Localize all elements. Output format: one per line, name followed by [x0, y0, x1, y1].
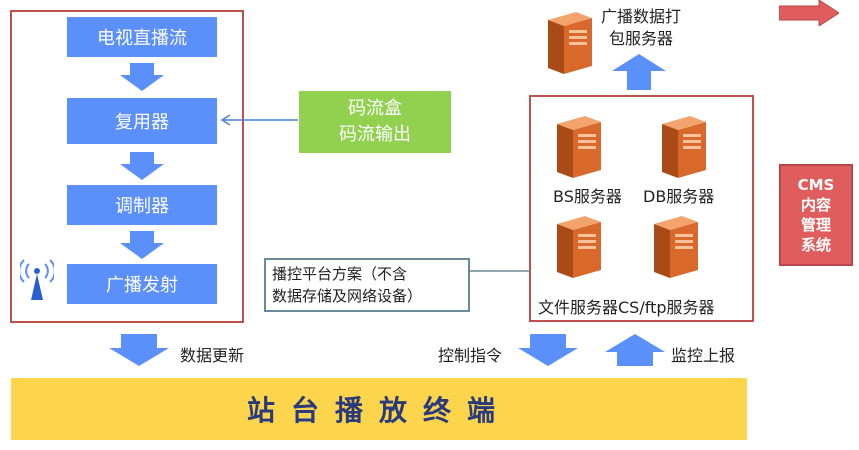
broadcast-transmit-box: 广播发射 — [67, 264, 217, 304]
station-terminal-label: 站台播放终端 — [246, 394, 511, 427]
broadcast-transmit-label: 广播发射 — [106, 275, 178, 296]
monitor-report-label: 监控上报 — [671, 346, 736, 365]
platform-connector-line — [470, 270, 530, 272]
packaging-server-label: 广播数据打 包服务器 — [601, 6, 681, 50]
antenna-icon — [20, 259, 54, 300]
stream-box-line2: 码流输出 — [339, 124, 411, 145]
control-command-arrow — [518, 334, 578, 366]
modulator-box: 调制器 — [67, 185, 217, 225]
cms-line1: CMS — [797, 176, 835, 194]
packaging-server-line2: 包服务器 — [609, 29, 674, 48]
file-ftp-server-label: 文件服务器CS/ftp服务器 — [538, 298, 715, 317]
server-cluster-frame — [529, 95, 754, 322]
monitor-report-arrow — [605, 334, 665, 366]
cms-line3: 管理 — [800, 216, 831, 234]
bs-server-icon — [557, 116, 601, 178]
multiplexer-label: 复用器 — [115, 112, 169, 133]
platform-line2: 数据存储及网络设备） — [272, 287, 423, 305]
chain-down-arrow-1 — [120, 63, 164, 91]
red-right-arrow — [779, 0, 839, 26]
chain-down-arrow-2 — [120, 152, 164, 180]
broadcast-chain-frame — [10, 10, 244, 323]
ftp-server-icon — [654, 216, 698, 278]
data-update-label: 数据更新 — [180, 346, 245, 365]
platform-description-box: 播控平台方案（不含 数据存储及网络设备） — [264, 258, 470, 312]
packaging-server-line1: 广播数据打 — [601, 7, 682, 26]
db-server-label: DB服务器 — [643, 187, 715, 206]
control-command-label: 控制指令 — [438, 346, 503, 365]
multiplexer-box: 复用器 — [67, 98, 217, 144]
cms-box: CMS 内容 管理 系统 — [779, 164, 853, 266]
stream-box-line1: 码流盒 — [348, 98, 402, 119]
cms-line2: 内容 — [800, 196, 831, 214]
file-server-icon — [557, 216, 601, 278]
cms-line4: 系统 — [800, 236, 831, 254]
up-arrow-to-packaging — [612, 54, 666, 90]
packaging-server-icon — [548, 12, 592, 74]
chain-down-arrow-3 — [120, 231, 164, 259]
modulator-label: 调制器 — [115, 196, 169, 217]
bs-server-label: BS服务器 — [553, 187, 622, 206]
live-tv-stream-label: 电视直播流 — [97, 28, 187, 49]
stream-box: 码流盒 码流输出 — [299, 91, 451, 153]
station-terminal-bar: 站台播放终端 — [11, 378, 747, 440]
live-tv-stream-box: 电视直播流 — [67, 17, 217, 57]
data-update-arrow — [109, 334, 169, 366]
stream-to-multiplexer-arrow — [220, 114, 298, 126]
platform-line1: 播控平台方案（不含 — [272, 265, 408, 283]
db-server-icon — [662, 116, 706, 178]
